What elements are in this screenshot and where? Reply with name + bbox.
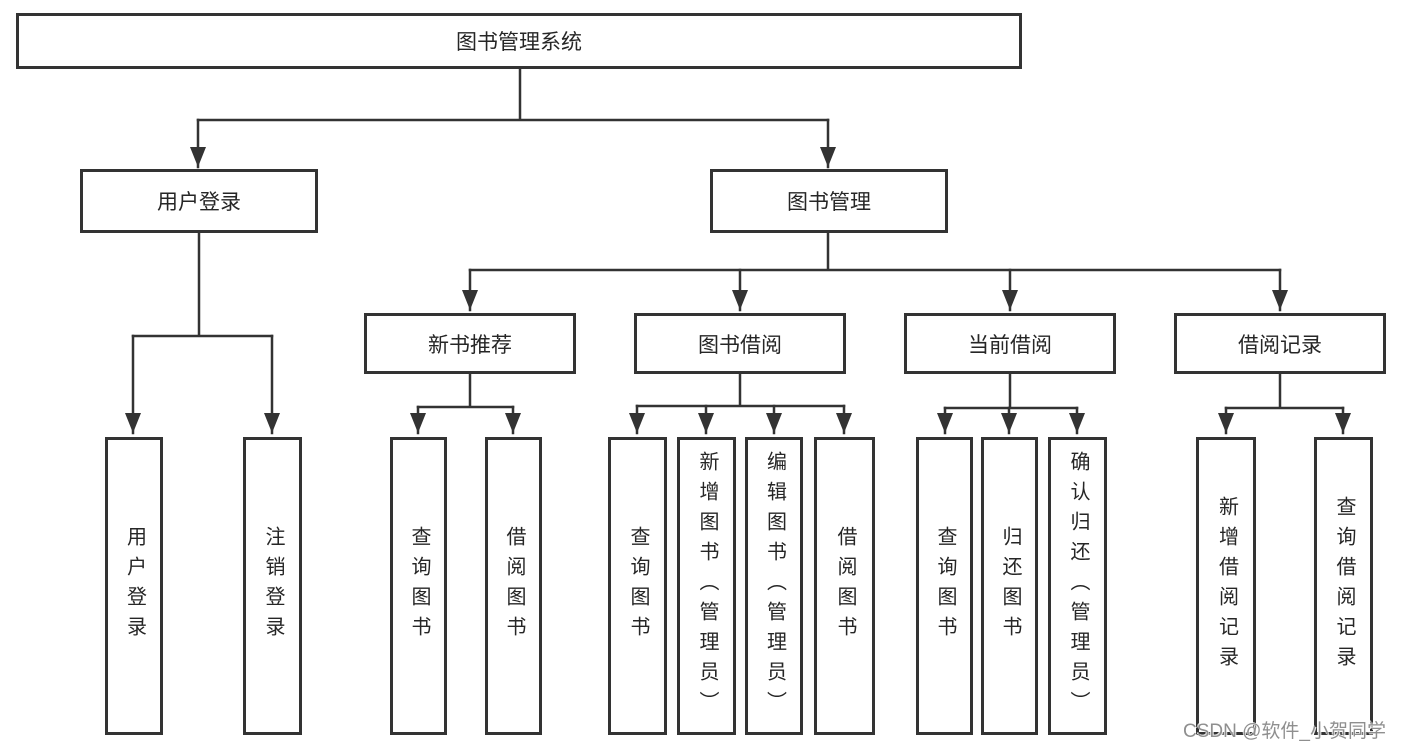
- node-root-system: 图书管理系统: [16, 13, 1022, 69]
- leaf-borrow-edit-books-admin: 编辑图书（管理员）: [745, 437, 803, 735]
- connector-user-login-subtree: [125, 231, 280, 435]
- leaf-recommend-query-books: 查询图书: [390, 437, 447, 735]
- node-borrow-record: 借阅记录: [1174, 313, 1386, 374]
- node-book-borrow: 图书借阅: [634, 313, 846, 374]
- leaf-borrow-query-books: 查询图书: [608, 437, 667, 735]
- leaf-record-add-borrow-record: 新增借阅记录: [1196, 437, 1256, 735]
- node-new-book-recommend: 新书推荐: [364, 313, 576, 374]
- csdn-watermark: CSDN @软件_小贺同学: [1183, 721, 1386, 742]
- node-book-management: 图书管理: [710, 169, 948, 233]
- connector-new-book-recommend-subtree: [410, 372, 521, 435]
- leaf-current-return-books: 归还图书: [981, 437, 1038, 735]
- leaf-borrow-add-books-admin: 新增图书（管理员）: [677, 437, 736, 735]
- leaf-recommend-borrow-books: 借阅图书: [485, 437, 542, 735]
- leaf-current-query-books: 查询图书: [916, 437, 973, 735]
- node-current-borrow: 当前借阅: [904, 313, 1116, 374]
- leaf-logout-login: 注销登录: [243, 437, 302, 735]
- leaf-record-query-borrow-record: 查询借阅记录: [1314, 437, 1373, 735]
- connector-book-borrow-subtree: [629, 372, 852, 435]
- leaf-borrow-borrow-books: 借阅图书: [814, 437, 875, 735]
- node-user-login: 用户登录: [80, 169, 318, 233]
- connector-borrow-record-subtree: [1218, 372, 1351, 435]
- connector-current-borrow-subtree: [937, 372, 1085, 435]
- leaf-user-login: 用户登录: [105, 437, 163, 735]
- connector-root-to-level2: [190, 67, 836, 169]
- leaf-current-confirm-return-admin: 确认归还（管理员）: [1048, 437, 1107, 735]
- connector-book-management-to-level3: [462, 231, 1288, 312]
